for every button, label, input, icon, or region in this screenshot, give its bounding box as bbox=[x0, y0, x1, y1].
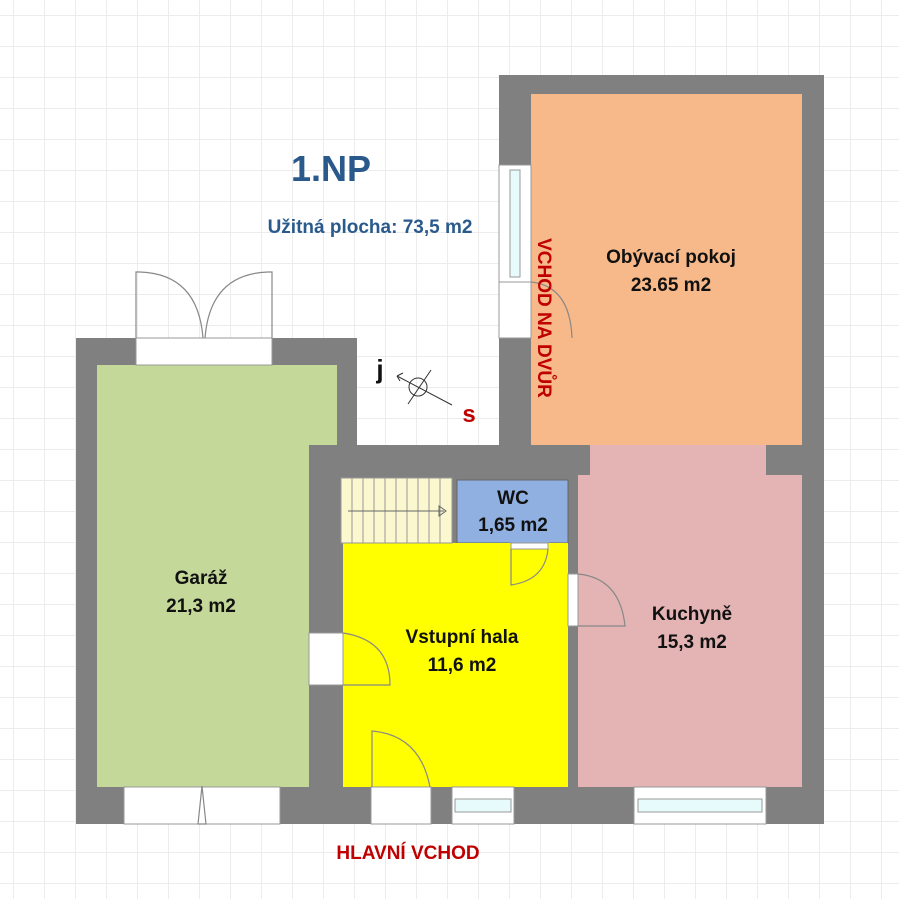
room-kitchen bbox=[578, 445, 802, 787]
room-area-kitchen: 15,3 m2 bbox=[657, 632, 727, 653]
floor-title: 1.NP bbox=[291, 148, 371, 189]
room-wc bbox=[456, 479, 569, 544]
room-name-garage: Garáž bbox=[175, 568, 228, 589]
room-hall bbox=[343, 543, 568, 787]
main-entrance-label: HLAVNÍ VCHOD bbox=[336, 842, 479, 864]
room-living bbox=[531, 94, 802, 445]
room-name-hall: Vstupní hala bbox=[406, 627, 519, 648]
garage-rear-door bbox=[135, 337, 273, 366]
yard-door-opening bbox=[498, 281, 532, 339]
room-area-garage: 21,3 m2 bbox=[166, 596, 236, 617]
wc-door-opening bbox=[510, 542, 549, 550]
room-name-wc: WC bbox=[497, 488, 529, 509]
main-entrance-opening bbox=[370, 786, 432, 825]
room-area-wc: 1,65 m2 bbox=[478, 515, 548, 536]
room-garage bbox=[97, 365, 337, 787]
room-name-living: Obývací pokoj bbox=[606, 247, 736, 268]
compass-icon bbox=[396, 369, 453, 406]
room-area-hall: 11,6 m2 bbox=[428, 655, 497, 676]
garage-hall-door-opening bbox=[308, 632, 344, 686]
room-area-living: 23.65 m2 bbox=[631, 275, 711, 296]
door-swings bbox=[135, 271, 626, 825]
stairs bbox=[340, 477, 453, 544]
yard-entrance-label: VCHOD NA DVŮR bbox=[533, 238, 556, 398]
hall-kitchen-door-opening bbox=[567, 573, 579, 627]
garage-door bbox=[123, 786, 281, 825]
usable-area: Užitná plocha: 73,5 m2 bbox=[268, 217, 473, 238]
room-name-kitchen: Kuchyně bbox=[652, 604, 732, 625]
compass-north-label: s bbox=[462, 401, 475, 428]
compass-south-label: j bbox=[375, 354, 383, 384]
